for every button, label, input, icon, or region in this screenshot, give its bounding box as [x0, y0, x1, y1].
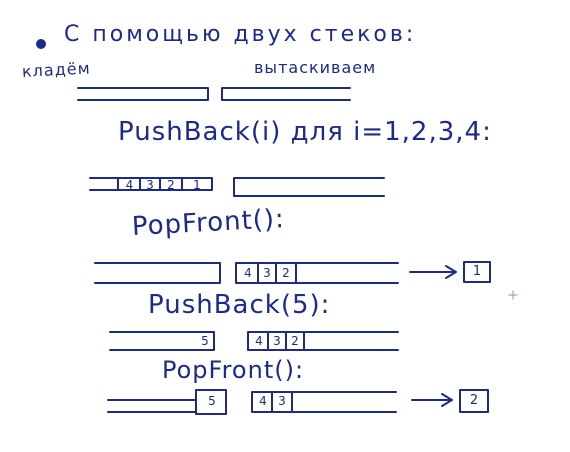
stack-left-s1 — [89, 177, 213, 191]
result-s2: 1 — [472, 264, 482, 279]
cell-s1-left-1: 3 — [146, 178, 154, 192]
cell-s4-right-1: 3 — [278, 394, 286, 408]
cell-s4-left-0: 5 — [208, 394, 216, 408]
stack-right-s4 — [251, 391, 397, 413]
command-popfront-2: PopFront(): — [162, 356, 305, 384]
cell-s3-right-2: 2 — [291, 334, 299, 348]
result-s4: 2 — [469, 393, 479, 408]
result-box-s2 — [463, 261, 491, 283]
cell-s4-right-0: 4 — [259, 394, 267, 408]
cell-s3-right-1: 3 — [273, 334, 281, 348]
cell-s2-right-2: 2 — [282, 266, 290, 280]
arrow-s4 — [411, 393, 453, 407]
heading-text: С помощью двух стеков: — [64, 22, 417, 47]
cells-left-s1 — [139, 177, 183, 191]
cursor-cross — [508, 290, 518, 300]
cell-s3-left-0: 5 — [201, 334, 209, 348]
stack-right-empty — [221, 87, 351, 101]
cells-right-s3 — [267, 331, 305, 351]
cell-s1-left-3: 1 — [193, 178, 201, 192]
command-pushback-loop: PushBack(i) для i=1,2,3,4: — [118, 117, 492, 147]
cell-s1-left-0: 4 — [125, 178, 134, 192]
label-push: кладём — [21, 58, 92, 81]
stack-left-empty — [77, 87, 209, 101]
stack-right-s2 — [235, 262, 399, 284]
bullet-dot — [36, 39, 46, 49]
cell-s3-right-0: 4 — [255, 334, 263, 348]
cell-s1-left-2: 2 — [167, 178, 175, 192]
cells-right-s2 — [257, 262, 311, 284]
command-pushback-5: PushBack(5): — [148, 290, 331, 320]
cell-s2-right-0: 4 — [244, 266, 252, 280]
stack-right-s3 — [247, 331, 399, 351]
stack-left-s2 — [94, 262, 221, 284]
result-box-s4 — [459, 389, 489, 413]
stack-right-s1 — [233, 177, 385, 197]
label-pop: вытаскиваем — [254, 58, 377, 77]
stack-left-s4 — [107, 389, 227, 415]
cells-right-s4 — [271, 391, 293, 413]
cell-s2-right-1: 3 — [263, 266, 271, 280]
arrow-s2 — [409, 265, 457, 279]
stack-left-s3 — [109, 331, 215, 351]
